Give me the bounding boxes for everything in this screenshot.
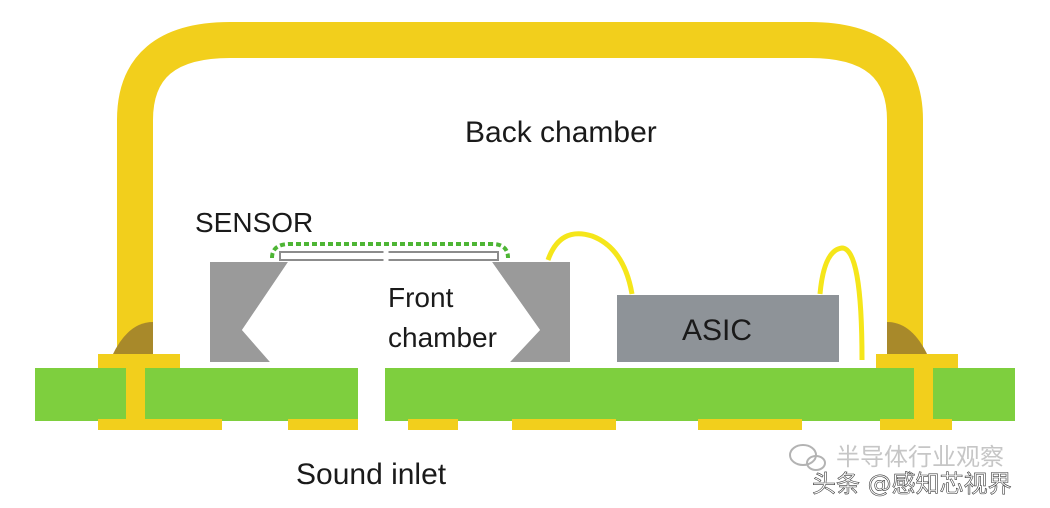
front-chamber-label-line1: Front — [388, 282, 454, 313]
sound-inlet-label: Sound inlet — [296, 458, 447, 491]
right-solder-fillet — [887, 322, 928, 356]
pad — [512, 419, 616, 430]
bond-wire-asic-pcb — [817, 245, 865, 361]
left-solder-fillet — [112, 322, 153, 356]
left-lid-foot — [98, 354, 180, 370]
left-via — [126, 368, 145, 421]
pad — [288, 419, 358, 430]
back-chamber-label: Back chamber — [465, 116, 657, 149]
right-via — [914, 368, 933, 421]
front-chamber-label-line2: chamber — [388, 322, 497, 353]
asic-chip — [617, 295, 839, 362]
lid — [98, 22, 958, 370]
watermark-line2: 头条 @感知芯视界 — [812, 470, 1012, 498]
pad — [880, 419, 952, 430]
mems-sensor — [210, 242, 570, 362]
bond-wire-sensor-asic — [545, 231, 635, 295]
pad — [98, 419, 222, 430]
right-lid-foot — [876, 354, 958, 370]
pad — [408, 419, 458, 430]
front-chamber-cavity — [242, 262, 540, 362]
watermark: 半导体行业观察 — [789, 443, 1004, 471]
pcb-substrate — [35, 368, 1015, 430]
lid-cap — [117, 22, 923, 362]
watermark-line1: 半导体行业观察 — [836, 443, 1004, 471]
pcb-right — [385, 368, 1015, 421]
wechat-bubble-icon — [789, 444, 826, 471]
pcb-left — [35, 368, 358, 421]
sensor-die — [210, 262, 570, 362]
asic-label: ASIC — [682, 314, 752, 347]
backplate — [279, 251, 499, 261]
pad — [698, 419, 802, 430]
sensor-label: SENSOR — [195, 207, 313, 238]
membrane — [270, 242, 510, 259]
